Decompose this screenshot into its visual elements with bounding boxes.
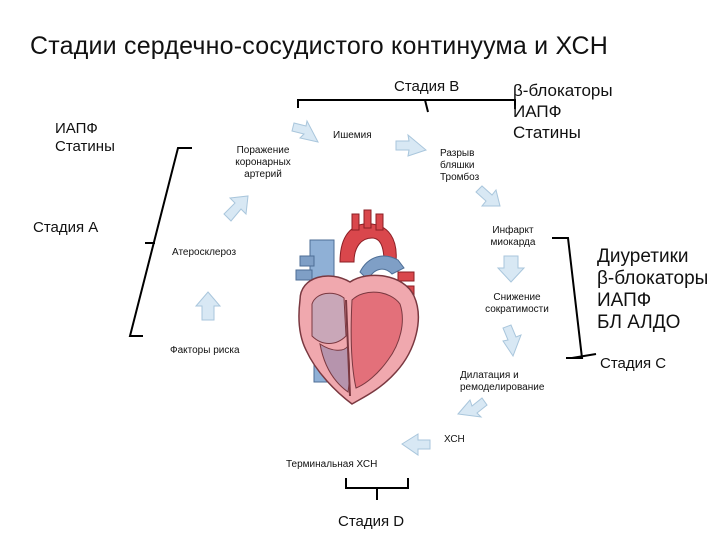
stage-d-bracket [345, 478, 409, 500]
stage-a-bracket [128, 147, 192, 337]
stage-c-label: Стадия С [600, 355, 667, 372]
step-coronary-lesion: Поражение коронарных артерий [235, 145, 291, 180]
arrow-right-icon-2 [395, 133, 428, 157]
treatment-item: β-блокаторы [597, 268, 709, 289]
step-atherosclerosis: Атеросклероз [172, 247, 237, 258]
treatment-item: ИАПФ [55, 120, 98, 137]
treatment-item: Статины [513, 123, 581, 142]
step-hf: ХСН [444, 434, 465, 445]
step-ischemia: Ишемия [333, 130, 372, 141]
stage-d-label: Стадия D [338, 513, 405, 530]
arrow-left-icon [401, 433, 431, 456]
step-risk-factors: Факторы риска [170, 345, 240, 356]
step-dilatation: Дилатация и ремоделирование [460, 370, 545, 393]
step-infarction: Инфаркт миокарда [490, 225, 536, 248]
treatment-item: ИАПФ [513, 102, 562, 121]
arrow-downright-icon [475, 185, 501, 207]
stage-b-label: Стадия В [394, 78, 460, 95]
step-plaque-rupture: Разрыв бляшки Тромбоз [440, 148, 480, 183]
cycle-arrows [194, 119, 526, 456]
arrow-right-icon [291, 119, 319, 143]
stage-c-bracket [552, 237, 597, 359]
heart-illustration [295, 209, 420, 405]
arrow-up-icon [194, 291, 222, 321]
stage-b-bracket [297, 99, 516, 113]
stage-a-treatments: ИАПФ Статины [55, 120, 115, 156]
stage-a-label: Стадия А [33, 219, 99, 236]
treatment-item: Диуретики [597, 246, 689, 267]
treatment-item: Статины [55, 138, 115, 155]
stage-b-treatments: β-блокаторы ИАПФ Статины [513, 80, 613, 143]
step-terminal-hf: Терминальная ХСН [286, 459, 378, 470]
arrow-downleft-icon [457, 397, 488, 418]
treatment-item: ИАПФ [597, 290, 652, 311]
treatment-item: β-блокаторы [513, 81, 613, 100]
stage-c-treatments: Диуретики β-блокаторы ИАПФ БЛ АЛДО [597, 246, 708, 334]
arrow-down-icon-2 [502, 324, 522, 358]
step-contractility: Снижение сократимости [485, 292, 549, 315]
arrow-down-icon [496, 255, 526, 283]
treatment-item: БЛ АЛДО [597, 312, 681, 333]
arrow-upright-icon [223, 195, 249, 222]
page-title: Стадии сердечно-сосудистого континуума и… [30, 32, 609, 60]
